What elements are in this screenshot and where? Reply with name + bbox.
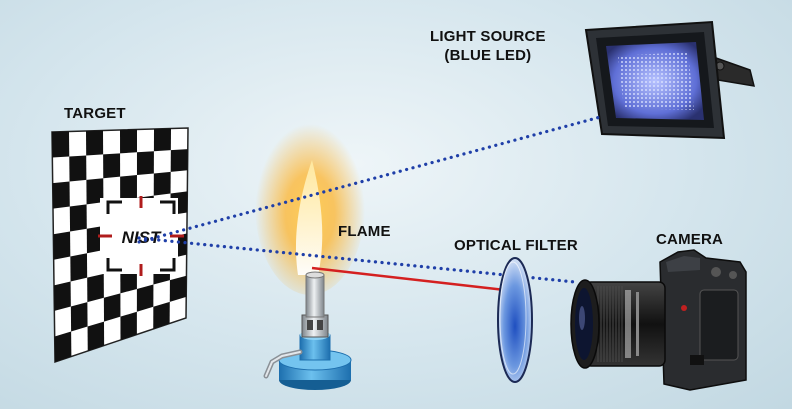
light-source-label-line1: LIGHT SOURCE: [430, 28, 546, 45]
checker-square: [53, 231, 71, 260]
checker-square: [69, 155, 87, 182]
checker-square: [120, 129, 137, 154]
checker-square: [54, 281, 71, 311]
checker-square: [86, 130, 104, 156]
checker-square: [153, 171, 171, 196]
checker-square: [52, 131, 70, 158]
flame-icon: [255, 115, 365, 295]
nist-logo-text: NIST: [122, 228, 162, 247]
checker-square: [52, 181, 70, 209]
checker-square: [70, 302, 88, 332]
checker-square: [153, 128, 171, 152]
checkerboard-target-icon: NIST: [51, 127, 189, 364]
optical-filter-icon: [497, 257, 533, 383]
checker-square: [86, 178, 104, 205]
checker-square: [86, 226, 104, 254]
flame-label: FLAME: [338, 223, 391, 240]
bunsen-burner-icon: [263, 271, 352, 390]
flame-emission-line: [311, 266, 506, 292]
checker-square: [120, 311, 137, 340]
checker-square: [103, 153, 121, 179]
checker-square: [170, 149, 188, 172]
checker-square: [87, 273, 104, 303]
checker-square: [54, 331, 72, 362]
light-beams: [137, 114, 606, 292]
checker-square: [120, 175, 137, 200]
checker-square: [136, 151, 154, 176]
checker-square: [69, 204, 87, 232]
checker-square: [169, 275, 187, 302]
checker-square: [87, 321, 105, 351]
checker-square: [70, 253, 88, 282]
camera-view-dotted: [137, 236, 577, 284]
light-source-label-line2: (BLUE LED): [444, 47, 532, 64]
camera-label: CAMERA: [656, 231, 724, 248]
checker-square: [103, 293, 121, 322]
target-label: TARGET: [64, 105, 126, 122]
optical-filter-label: OPTICAL FILTER: [454, 237, 578, 254]
checker-square: [153, 301, 170, 329]
camera-icon: [570, 249, 747, 391]
led-beam-dotted: [137, 114, 606, 244]
light-source-label: LIGHT SOURCE (BLUE LED): [430, 27, 546, 65]
led-floodlight-icon: [584, 20, 756, 140]
checker-square: [136, 284, 154, 312]
